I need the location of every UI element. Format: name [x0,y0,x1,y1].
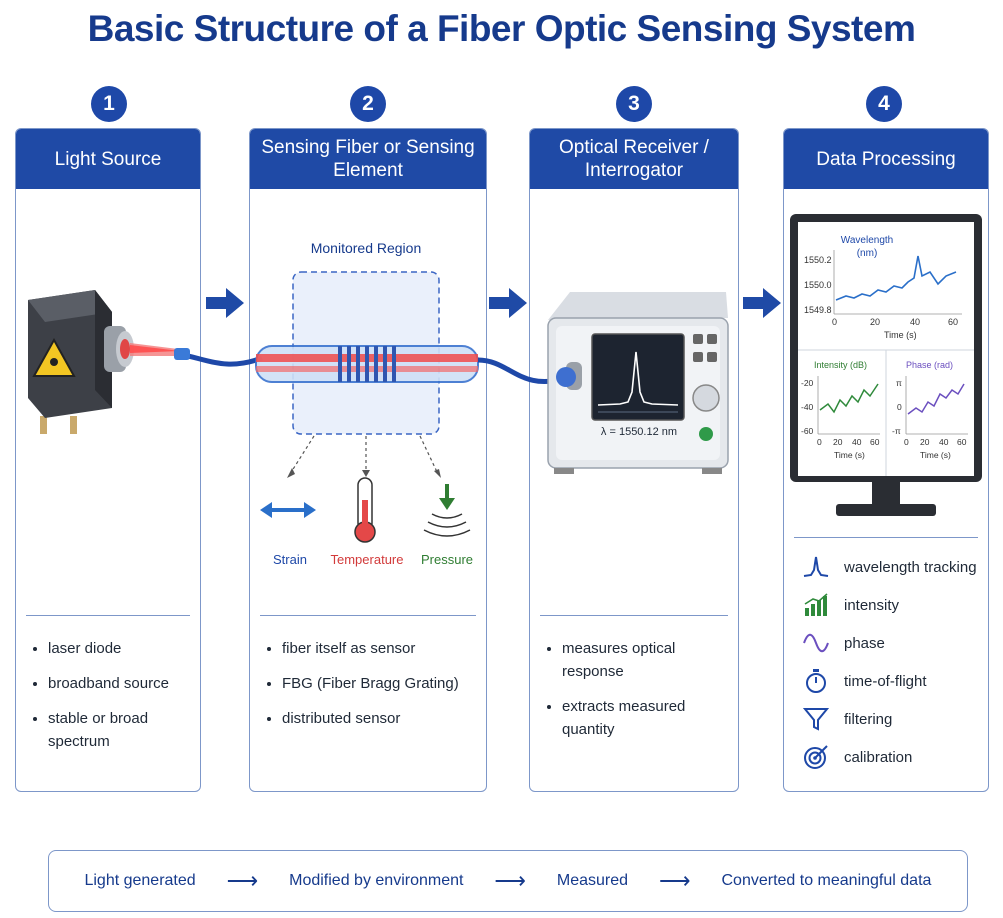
right-arrow-icon: ⟶ [494,868,526,893]
bragg-grating [338,346,396,382]
stopwatch-icon [800,666,832,696]
wavelength-readout: λ = 1550.12 nm [600,426,678,438]
phase-chart-title: Phase (rad) [906,360,954,370]
panel-light-source: Light Source laser diode broadband sourc… [15,128,201,792]
processing-item: phase [800,624,977,662]
strain-label: Strain [273,552,307,567]
divider [26,615,190,616]
monitored-region-label: Monitored Region [310,240,422,256]
axis-label: Time (s) [884,330,917,340]
flow-step: Converted to meaningful data [721,872,932,889]
temperature-label: Temperature [330,552,404,567]
processing-list: wavelength tracking intensity phase time… [800,548,977,776]
bar-chart-icon [800,590,832,620]
pressure-label: Pressure [420,552,474,567]
diagram-title: Basic Structure of a Fiber Optic Sensing… [87,8,916,49]
thermometer-icon [354,477,376,543]
tick-label: 40 [939,437,949,447]
processing-item: filtering [800,700,977,738]
bullet-list: fiber itself as sensor FBG (Fiber Bragg … [264,637,478,742]
interrogator-device-icon [547,292,729,474]
processing-item: calibration [800,738,977,776]
tick-label: -60 [801,426,814,436]
tick-label: 1549.8 [804,305,832,315]
tick-label: 60 [957,437,967,447]
flow-step: Measured [556,872,629,889]
panel-heading: Data Processing [784,129,988,189]
tick-label: π [896,378,902,388]
bullet-item: laser diode [30,637,192,660]
tick-label: 60 [870,437,880,447]
flow-arrow-icon [206,288,244,318]
bullet-item: stable or broad spectrum [30,707,192,753]
divider [260,615,476,616]
flow-arrow-icon [489,288,527,318]
axis-label: Time (s) [834,450,865,460]
tick-label: 0 [817,437,822,447]
bullet-list: laser diode broadband source stable or b… [30,637,192,765]
step-number-4: 4 [866,86,902,122]
tick-label: 1550.2 [804,255,832,265]
tick-label: 60 [948,317,959,327]
bullet-item: extracts measured quantity [544,695,730,741]
processing-item: intensity [800,586,977,624]
right-arrow-icon: ⟶ [659,868,691,893]
bullet-item: fiber itself as sensor [264,637,478,660]
tick-label: 20 [833,437,843,447]
intensity-chart-title: Intensity (dB) [814,360,868,370]
flow-summary-bar: Light generated ⟶ Modified by environmen… [48,850,968,912]
bullet-item: measures optical response [544,637,730,683]
step-number-3: 3 [616,86,652,122]
strain-icon [260,502,316,518]
peak-icon [800,552,832,582]
tick-label: 40 [910,317,921,327]
wavelength-chart-title: Wavelength (nm) [840,235,894,259]
right-arrow-icon: ⟶ [226,868,259,893]
step-number-2: 2 [350,86,386,122]
tick-label: 0 [904,437,909,447]
divider [794,537,978,538]
axis-label: Time (s) [920,450,951,460]
processing-item: wavelength tracking [800,548,977,586]
panel-heading: Optical Receiver / Interrogator [530,129,738,189]
laser-source-icon [28,290,134,434]
tick-label: -40 [801,402,814,412]
bullet-item: FBG (Fiber Bragg Grating) [264,672,478,695]
processing-label: intensity [844,596,900,614]
panel-sensing-fiber: Sensing Fiber or Sensing Element fiber i… [249,128,487,792]
tick-label: -20 [801,378,814,388]
tick-label: 0 [897,402,902,412]
processing-label: calibration [844,748,913,766]
processing-label: filtering [844,710,893,728]
target-icon [800,742,832,772]
bullet-item: broadband source [30,672,192,695]
processing-label: time-of-flight [844,672,927,690]
tick-label: 40 [852,437,862,447]
processing-label: phase [844,634,885,652]
tick-label: -π [892,426,901,436]
tick-label: 1550.0 [804,280,832,290]
flow-step: Light generated [84,872,196,889]
processing-item: time-of-flight [800,662,977,700]
flow-arrow-icon [743,288,781,318]
divider [540,615,728,616]
funnel-icon [800,704,832,734]
bullet-list: measures optical response extracts measu… [544,637,730,753]
step-number-1: 1 [91,86,127,122]
pressure-icon [423,484,471,537]
sine-wave-icon [800,628,832,658]
flow-step: Modified by environment [289,872,464,889]
tick-label: 0 [832,317,838,327]
tick-label: 20 [870,317,881,327]
monitor-icon [790,214,982,516]
panel-heading: Sensing Fiber or Sensing Element [250,129,486,189]
panel-heading: Light Source [16,129,200,189]
bullet-item: distributed sensor [264,707,478,730]
tick-label: 20 [920,437,930,447]
processing-label: wavelength tracking [844,558,977,576]
